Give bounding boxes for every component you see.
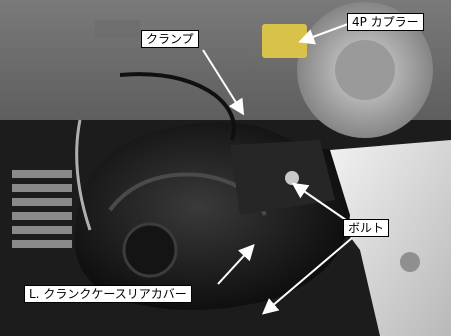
silver-disc-center [335,40,395,100]
bolt-label: ボルト [343,219,390,237]
frame-bolt-hole [400,252,420,272]
crankcase-cover-label: L. クランクケースリアカバー [24,285,192,303]
frame-panel [330,140,451,336]
upper-bracket [95,20,140,38]
cover-hub [122,222,178,278]
coupler-label: 4P カプラー [347,13,424,31]
cylinder-fins [12,170,72,248]
bolt-head [285,171,299,185]
clamp-label: クランプ [141,30,199,48]
coupler-connector [262,24,307,58]
frame-tube [75,119,92,231]
